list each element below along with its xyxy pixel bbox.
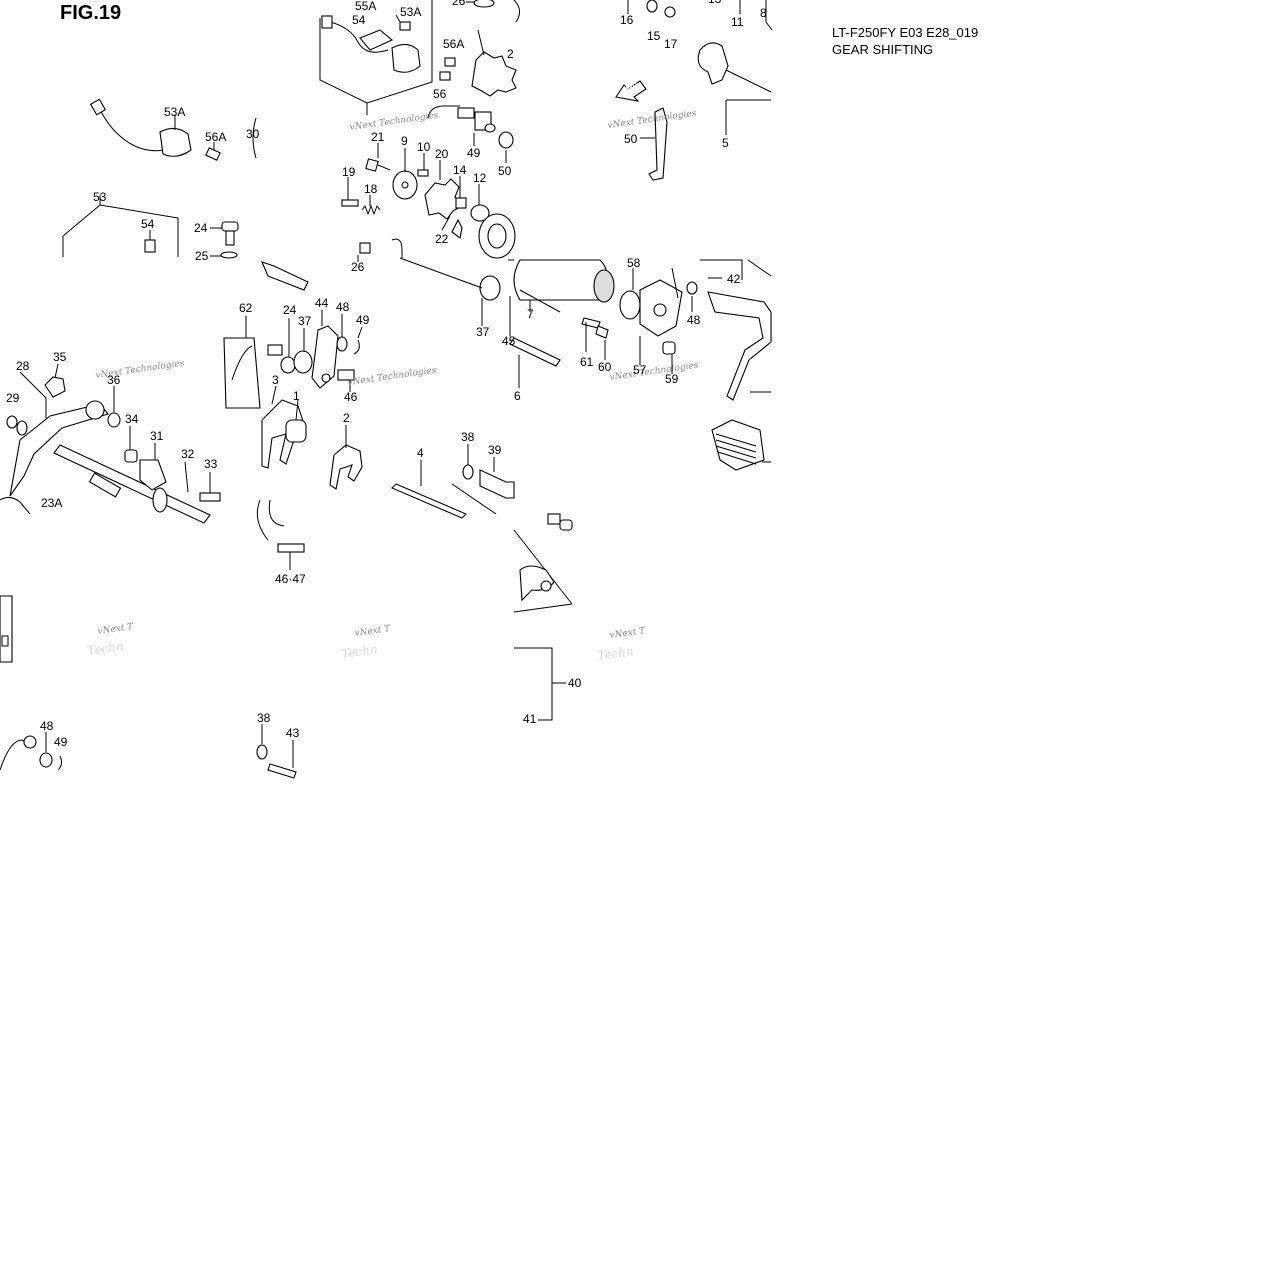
- part-label: 43: [286, 726, 300, 740]
- part-label: 12: [473, 171, 487, 185]
- part-label: 17: [664, 37, 678, 51]
- part-label: 6: [514, 389, 521, 403]
- svg-text:vNext T: vNext T: [354, 624, 392, 639]
- part-label: 41: [523, 712, 537, 726]
- tile-upper-middle: vNext Technologies: [319, 0, 517, 262]
- part-label: 1: [293, 389, 300, 403]
- fwd-arrow-icon: FWD: [615, 80, 647, 102]
- part-label: 48: [336, 300, 350, 314]
- part-label: 54: [352, 13, 366, 27]
- part-label: 18: [364, 182, 378, 196]
- part-label: 53: [93, 190, 107, 204]
- part-label: 38: [257, 711, 271, 725]
- part-label: 49: [356, 313, 370, 327]
- tile-upper-right: FWD vNext Technologies: [513, 0, 773, 181]
- part-label: 21: [371, 130, 385, 144]
- part-label: 37: [298, 314, 312, 328]
- part-label: 38: [461, 430, 475, 444]
- svg-text:vNext Technologies: vNext Technologies: [349, 111, 439, 133]
- part-label: 25: [195, 249, 209, 263]
- part-label: 54: [141, 217, 155, 231]
- part-label: 34: [125, 412, 139, 426]
- svg-text:vNext Technologies: vNext Technologies: [609, 361, 699, 383]
- section-title: GEAR SHIFTING: [832, 42, 934, 57]
- part-label: 44: [315, 296, 329, 310]
- part-label: 26: [452, 0, 466, 8]
- part-label: 40: [568, 676, 582, 690]
- svg-text:vNext Technologies: vNext Technologies: [607, 109, 697, 131]
- tile-center: vNext Technologies: [223, 257, 515, 519]
- part-label: 55A: [355, 0, 376, 13]
- part-label: 61: [580, 355, 594, 369]
- part-label: 20: [435, 147, 449, 161]
- part-label: 32: [181, 447, 195, 461]
- part-label: 57: [633, 363, 647, 377]
- part-label: 3: [272, 373, 279, 387]
- part-label: 36: [107, 373, 121, 387]
- svg-text:vNext Technologies: vNext Technologies: [347, 366, 437, 388]
- part-label: 5: [722, 136, 729, 150]
- part-label: 24: [194, 221, 208, 235]
- part-label: 31: [150, 429, 164, 443]
- part-label: 7: [527, 307, 534, 321]
- model-code: LT-F250FY E03 E28_019: [832, 25, 979, 40]
- part-label: 49: [54, 735, 68, 749]
- part-label: 50: [624, 132, 638, 146]
- part-label: 56: [433, 87, 447, 101]
- part-label: 60: [598, 360, 612, 374]
- part-label: 56A: [205, 130, 226, 144]
- part-number-labels: 55A 53A 54 26 2 56A 56 53A 56A 30 53 54 …: [6, 0, 767, 749]
- part-label: 23A: [41, 496, 62, 510]
- part-label: 33: [204, 457, 218, 471]
- part-label: 24: [283, 303, 297, 317]
- part-label: 58: [627, 256, 641, 270]
- svg-text:vNext T: vNext T: [97, 622, 135, 637]
- part-label: 62: [239, 301, 253, 315]
- svg-text:Techn: Techn: [86, 639, 124, 658]
- part-label: 39: [488, 443, 502, 457]
- part-label: 15: [647, 29, 661, 43]
- part-label: 30: [246, 127, 260, 141]
- figure-title: FIG.19: [60, 2, 122, 24]
- part-label: 22: [435, 232, 449, 246]
- part-label: 29: [6, 391, 20, 405]
- part-label: 53A: [400, 5, 421, 19]
- part-label: 2: [343, 411, 350, 425]
- tile-lower: vNext T vNext T vNext T Techn Techn Tech…: [0, 499, 647, 779]
- part-label: 8: [760, 6, 767, 20]
- svg-text:Techn: Techn: [340, 642, 378, 661]
- part-label: 16: [620, 13, 634, 27]
- svg-text:Techn: Techn: [596, 644, 634, 663]
- part-label: 14: [453, 163, 467, 177]
- part-label: 42: [727, 272, 741, 286]
- tile-middle-left: vNext Technologies: [0, 359, 221, 524]
- part-label: 2: [507, 47, 514, 61]
- svg-text:vNext T: vNext T: [609, 626, 647, 641]
- part-label: 46: [344, 390, 358, 404]
- part-label: 49: [467, 146, 481, 160]
- part-label: 45: [502, 334, 516, 348]
- part-label: 48: [40, 719, 54, 733]
- part-label: 48: [687, 313, 701, 327]
- part-label: 50: [498, 164, 512, 178]
- part-label: 4: [417, 446, 424, 460]
- tile-upper-left: [62, 98, 257, 259]
- part-label: 13: [708, 0, 722, 6]
- part-label: 28: [16, 359, 30, 373]
- part-label: 35: [53, 350, 67, 364]
- part-label: 10: [417, 140, 431, 154]
- part-label: 9: [401, 134, 408, 148]
- diagram-info: LT-F250FY E03 E28_019 GEAR SHIFTING: [832, 24, 978, 58]
- part-label: 19: [342, 165, 356, 179]
- part-label: 26: [351, 260, 365, 274]
- part-label: 53A: [164, 105, 185, 119]
- part-label: 37: [476, 325, 490, 339]
- part-label: 46·47: [275, 572, 306, 586]
- part-label: 59: [665, 372, 679, 386]
- part-label: 11: [731, 15, 744, 29]
- part-label: 56A: [443, 37, 464, 51]
